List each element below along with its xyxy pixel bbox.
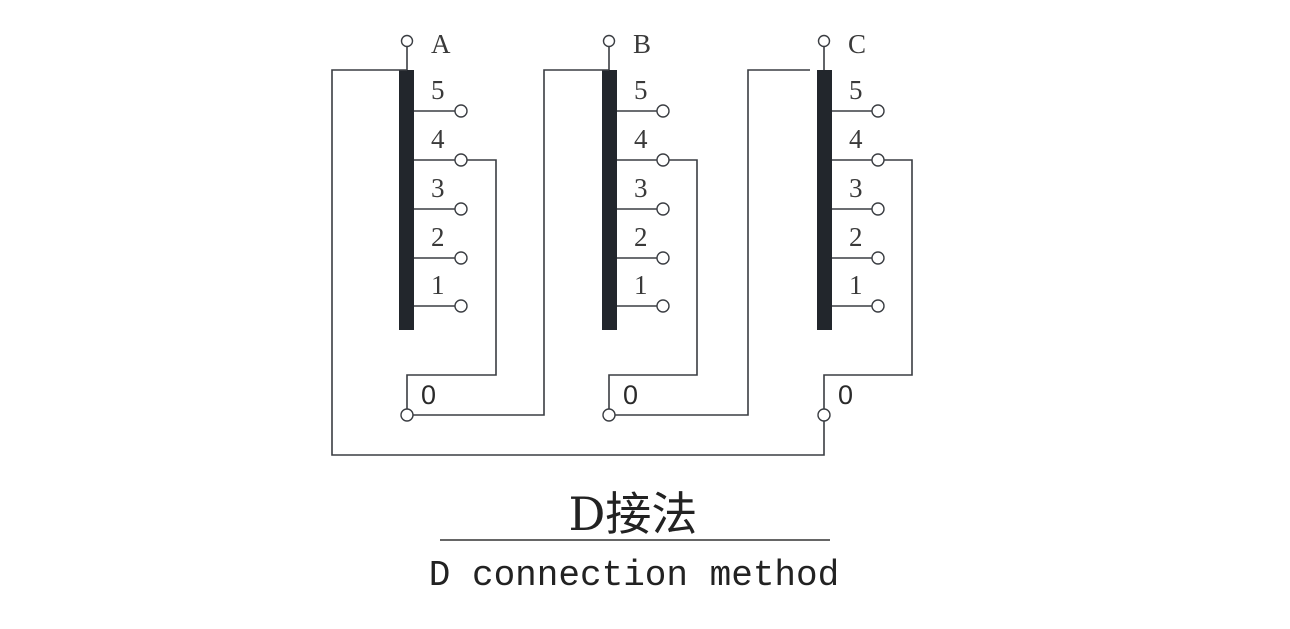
neutral-label: 0	[623, 380, 638, 410]
tap-terminal-4	[454, 153, 468, 167]
tap-terminal-5	[871, 104, 885, 118]
tap-terminal-4	[656, 153, 670, 167]
phase-a-winding: A 5 4 3 2 1 0	[399, 29, 497, 422]
winding-bar	[399, 70, 414, 330]
tap-terminal-2	[656, 251, 670, 265]
tap-terminal-5	[656, 104, 670, 118]
tap-terminal-5	[454, 104, 468, 118]
tap-to-neutral-wire	[823, 159, 913, 409]
tap-to-neutral-wire	[608, 159, 698, 409]
caption-title-en: D connection method	[429, 555, 839, 596]
tap-terminal-2	[454, 251, 468, 265]
phase-terminal-c	[817, 34, 831, 48]
phase-terminal-b	[602, 34, 616, 48]
tap-label: 3	[634, 173, 648, 203]
phase-c-winding: C 5 4 3 2 1 0	[817, 29, 913, 422]
tap-terminal-2	[871, 251, 885, 265]
caption-title-cn: D接法	[569, 487, 698, 541]
tap-label: 1	[634, 270, 648, 300]
tap-label: 5	[634, 75, 648, 105]
tap-terminal-3	[656, 202, 670, 216]
tap-terminal-1	[871, 299, 885, 313]
winding-bar	[817, 70, 832, 330]
tap-label: 5	[849, 75, 863, 105]
tap-terminal-1	[656, 299, 670, 313]
neutral-terminal	[602, 408, 616, 422]
neutral-terminal	[400, 408, 414, 422]
tap-label: 3	[849, 173, 863, 203]
tap-label: 4	[431, 124, 445, 154]
phase-label: C	[848, 29, 866, 59]
tap-label: 3	[431, 173, 445, 203]
tap-label: 2	[431, 222, 445, 252]
phase-label: A	[431, 29, 451, 59]
tap-terminal-1	[454, 299, 468, 313]
neutral-label: 0	[421, 380, 436, 410]
tap-terminal-3	[871, 202, 885, 216]
phase-label: B	[633, 29, 651, 59]
tap-label: 4	[849, 124, 863, 154]
tap-label: 1	[431, 270, 445, 300]
tap-terminal-3	[454, 202, 468, 216]
tap-label: 2	[634, 222, 648, 252]
tap-label: 5	[431, 75, 445, 105]
phase-b-winding: B 5 4 3 2 1 0	[602, 29, 698, 422]
tap-label: 4	[634, 124, 648, 154]
tap-to-neutral-wire	[406, 159, 497, 409]
tap-terminal-4	[871, 153, 885, 167]
neutral-label: 0	[838, 380, 853, 410]
tap-label: 1	[849, 270, 863, 300]
delta-interconnect-wires	[331, 69, 825, 456]
neutral-terminal	[817, 408, 831, 422]
tap-label: 2	[849, 222, 863, 252]
phase-terminal-a	[400, 34, 414, 48]
winding-bar	[602, 70, 617, 330]
